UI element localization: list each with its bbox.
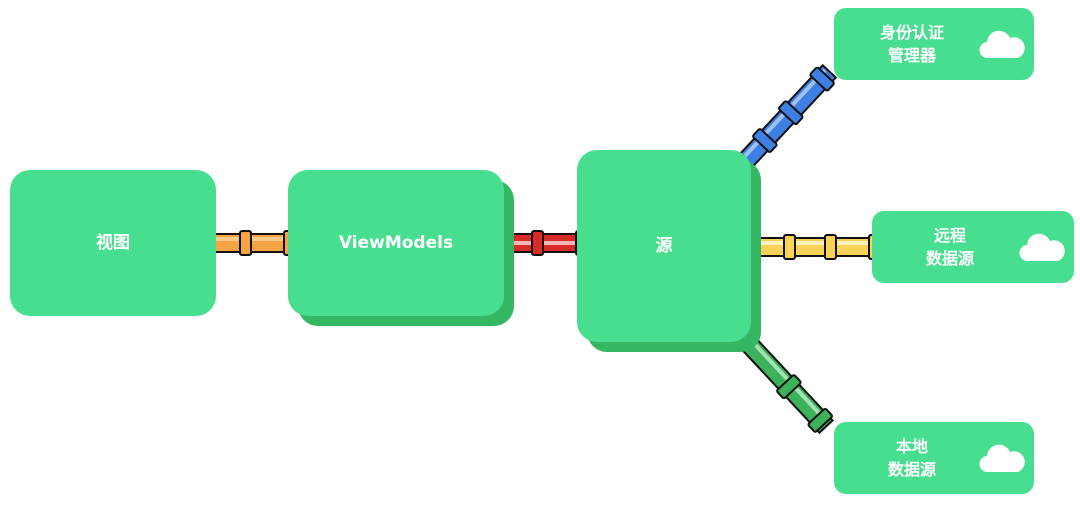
auth-manager-node: 身份认证 管理器 bbox=[834, 8, 1034, 80]
cloud-icon bbox=[979, 30, 1025, 59]
viewmodels-node: ViewModels bbox=[288, 170, 504, 316]
view-label: 视图 bbox=[96, 232, 130, 253]
pipe-viewmodels-source bbox=[496, 230, 588, 256]
pipe-source-auth bbox=[734, 63, 838, 173]
viewmodels-label: ViewModels bbox=[338, 232, 454, 253]
remote-datasource-label: 远程 数据源 bbox=[925, 225, 974, 268]
source-node: 源 bbox=[577, 150, 751, 342]
local-datasource-label: 本地 数据源 bbox=[887, 436, 936, 479]
cloud-icon bbox=[979, 444, 1025, 473]
pipe-source-remote bbox=[747, 234, 881, 260]
local-datasource-node: 本地 数据源 bbox=[834, 422, 1034, 494]
pipe-source-local bbox=[728, 322, 835, 435]
remote-datasource-node: 远程 数据源 bbox=[872, 211, 1074, 283]
source-label: 源 bbox=[655, 235, 673, 256]
pipe-view-viewmodels bbox=[202, 230, 296, 256]
cloud-icon bbox=[1019, 233, 1065, 262]
auth-manager-label: 身份认证 管理器 bbox=[879, 22, 944, 65]
view-node: 视图 bbox=[10, 170, 216, 316]
